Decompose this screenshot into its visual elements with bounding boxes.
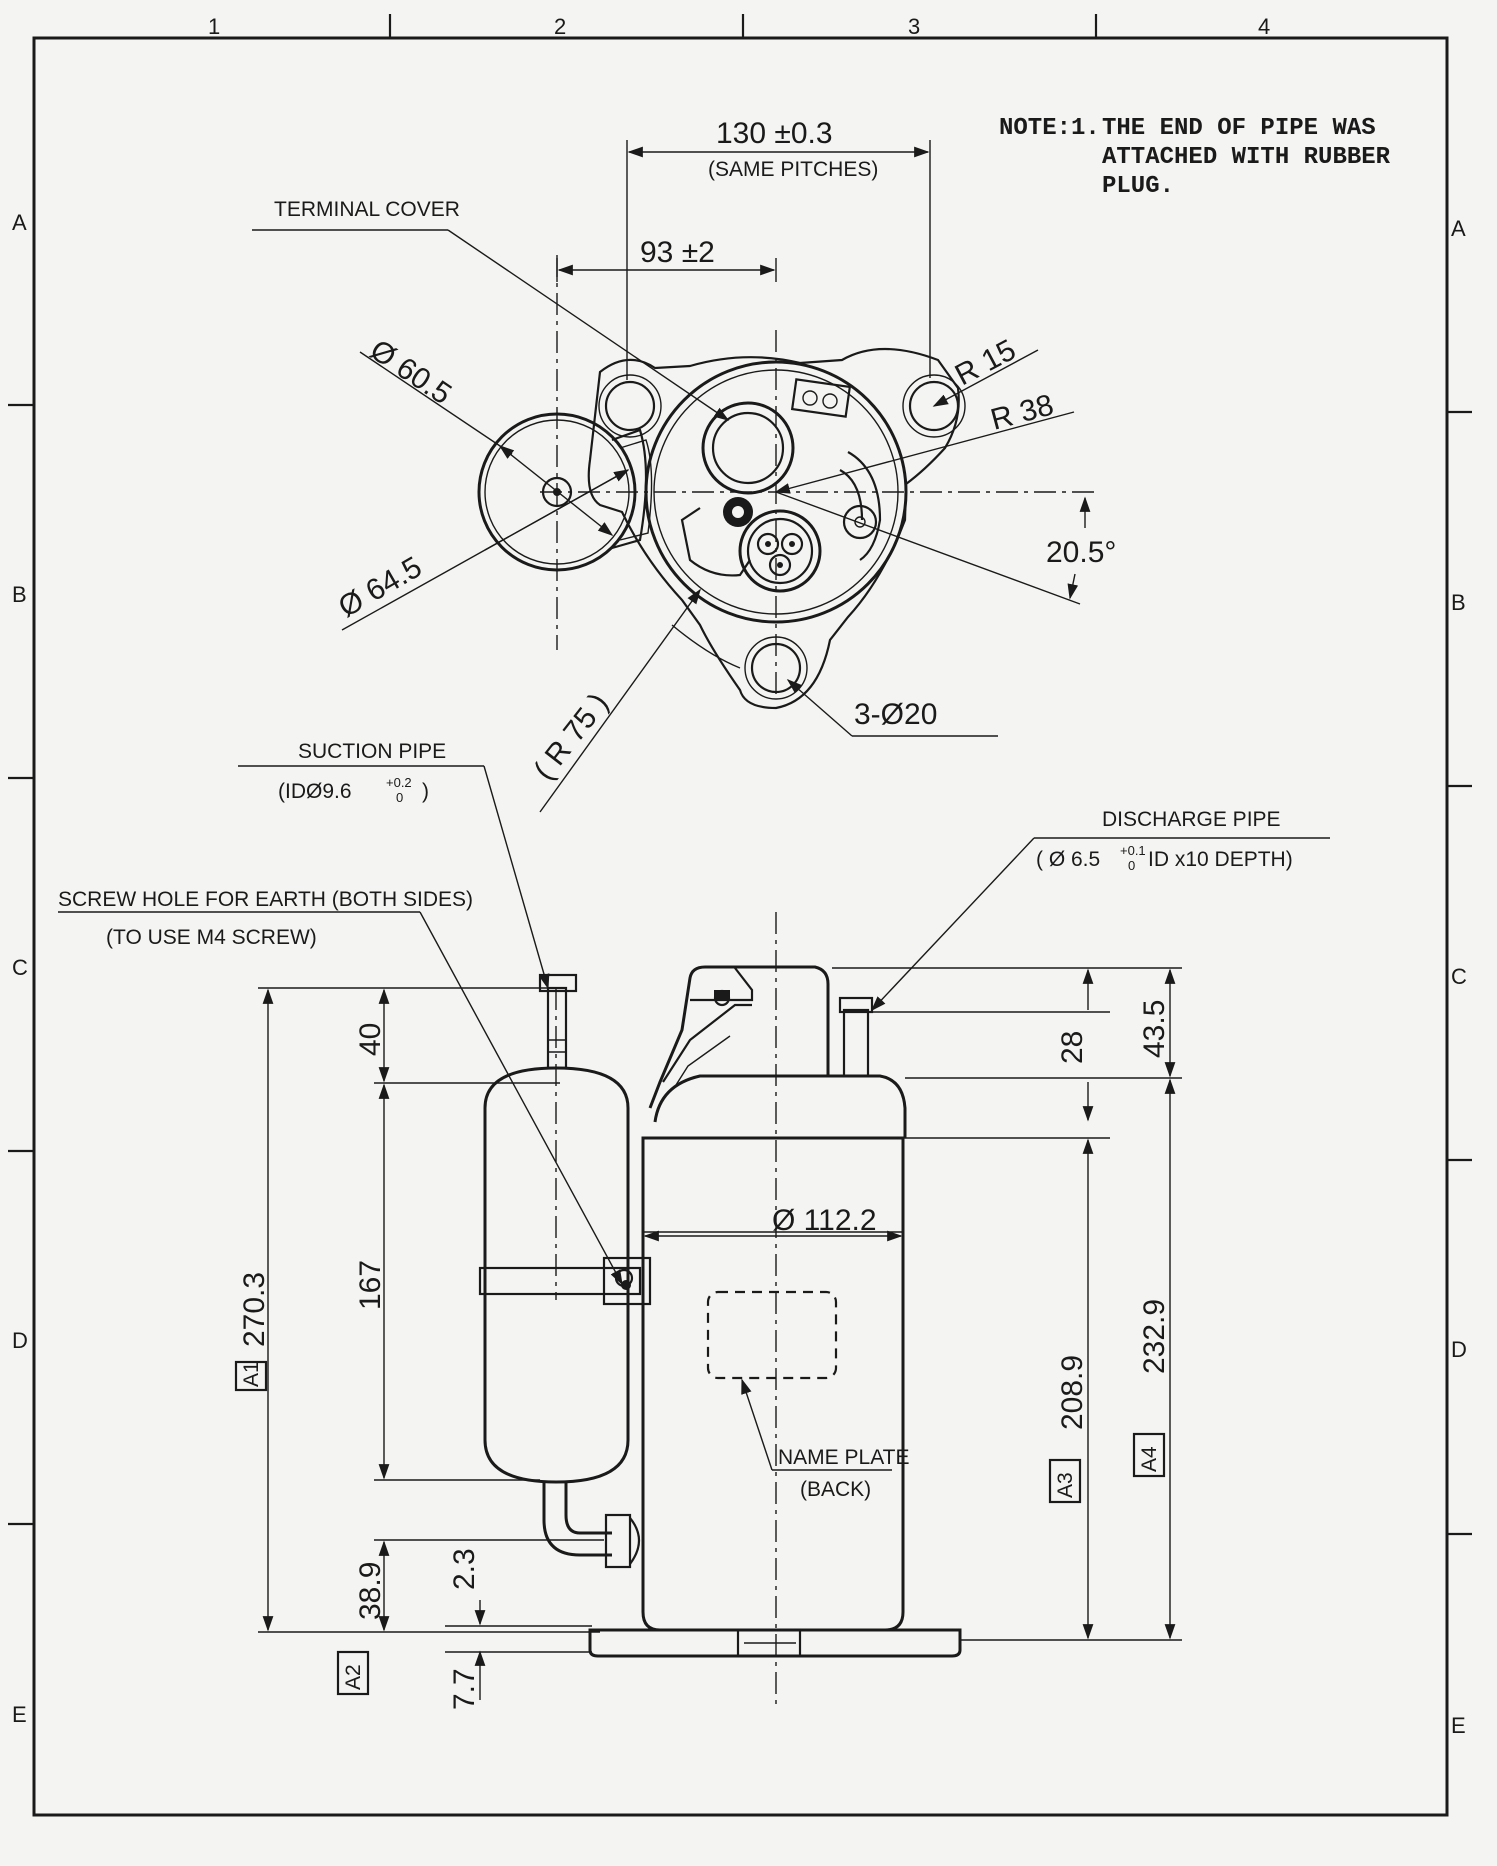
accumulator-vessel xyxy=(483,1066,630,1484)
grid-row-c-right: C xyxy=(1451,964,1467,989)
discharge-tol-lower: 0 xyxy=(1128,858,1135,873)
grid-row-b-right: B xyxy=(1451,590,1466,615)
grid-row-d-right: D xyxy=(1451,1337,1467,1362)
note-line-1: THE END OF PIPE WAS xyxy=(1102,115,1376,142)
discharge-pipe-label: DISCHARGE PIPE xyxy=(1102,808,1281,831)
grid-row-labels-right: A B C D E xyxy=(1451,216,1467,1738)
angle-label: 20.5° xyxy=(1046,536,1116,569)
accumulator-top xyxy=(477,412,637,572)
discharge-spec-a: ( Ø 6.5 xyxy=(1036,848,1100,871)
mount-hole-right xyxy=(908,380,960,432)
grid-col-2: 2 xyxy=(554,14,566,39)
terminal-cover-label: TERMINAL COVER xyxy=(274,198,460,221)
grid-col-1: 1 xyxy=(208,14,220,39)
discharge-spec-b: ID x10 DEPTH) xyxy=(1148,848,1293,871)
discharge-pipe xyxy=(842,1008,870,1078)
screw-hole-label: SCREW HOLE FOR EARTH (BOTH SIDES) xyxy=(58,888,473,911)
tag-a1: A1 xyxy=(240,1361,263,1387)
grid-row-a-right: A xyxy=(1451,216,1466,241)
mount-hole-left xyxy=(604,380,656,432)
radius-15-label: R 15 xyxy=(950,333,1021,392)
grid-col-4: 4 xyxy=(1258,14,1270,39)
screw-note: (TO USE M4 SCREW) xyxy=(106,926,317,949)
suction-inlet-fitting xyxy=(604,1513,632,1569)
oo-plate xyxy=(790,378,852,418)
mount-hole-bottom xyxy=(750,642,802,694)
drawing-frame xyxy=(8,14,1472,1817)
name-plate-note: (BACK) xyxy=(800,1478,871,1501)
note-line-3: PLUG. xyxy=(1102,173,1174,200)
note-prefix: NOTE:1. xyxy=(999,115,1100,142)
body-diameter: Ø 112.2 xyxy=(772,1204,877,1237)
grid-row-e-right: E xyxy=(1451,1713,1466,1738)
terminal-block xyxy=(738,509,822,593)
dim-2-3: 2.3 xyxy=(448,1548,481,1590)
accumulator-diameter: Ø 64.5 xyxy=(333,550,427,624)
mounting-base-outline xyxy=(587,347,960,710)
suction-pipe-label: SUCTION PIPE xyxy=(298,740,446,763)
terminal-cover-side xyxy=(648,965,830,1109)
dim-43-5: 43.5 xyxy=(1138,1000,1171,1058)
dim-208-9: 208.9 xyxy=(1056,1355,1089,1430)
suction-spec-close: ) xyxy=(422,780,429,803)
dim-232-9: 232.9 xyxy=(1138,1299,1171,1374)
top-view: 130 ±0.3 (SAME PITCHES) 93 ±2 TERMINAL C… xyxy=(252,117,1116,813)
suction-tol-lower: 0 xyxy=(396,790,403,805)
grid-row-a: A xyxy=(12,210,27,235)
dim-7-7: 7.7 xyxy=(448,1668,481,1710)
grid-column-labels: 1 2 3 4 xyxy=(208,14,1270,39)
dim-270: 270.3 xyxy=(238,1272,271,1347)
grid-col-3: 3 xyxy=(908,14,920,39)
accumulator-bracket xyxy=(611,428,648,550)
pitch-dimension: 130 ±0.3 xyxy=(716,117,833,150)
dim-28: 28 xyxy=(1056,1031,1089,1064)
accumulator-strap xyxy=(478,1266,642,1296)
front-view: 270.3 A1 40 167 38.9 A2 2.3 7.7 28 43.5 … xyxy=(58,740,1330,1710)
suction-port xyxy=(701,401,795,495)
radius-75-label: ( R 75 ) xyxy=(528,687,616,786)
pitch-note: (SAME PITCHES) xyxy=(708,158,878,181)
dim-40: 40 xyxy=(354,1023,387,1056)
suction-pipe-spec: (IDØ9.6 xyxy=(278,780,352,803)
name-plate-outline xyxy=(706,1290,838,1380)
holes-label: 3-Ø20 xyxy=(854,698,937,731)
name-plate-label: NAME PLATE xyxy=(778,1446,909,1469)
tag-a2: A2 xyxy=(342,1664,365,1690)
dim-167: 167 xyxy=(354,1260,387,1310)
offset-dimension: 93 ±2 xyxy=(640,236,715,269)
note-line-2: ATTACHED WITH RUBBER xyxy=(1102,144,1391,171)
grid-row-b: B xyxy=(12,582,27,607)
grid-row-d: D xyxy=(12,1328,28,1353)
radius-38-label: R 38 xyxy=(987,388,1057,436)
suction-tol-upper: +0.2 xyxy=(386,775,412,790)
tag-a4: A4 xyxy=(1138,1446,1161,1472)
grid-row-labels-left: A B C D E xyxy=(12,210,28,1727)
note-block: NOTE:1. THE END OF PIPE WAS ATTACHED WIT… xyxy=(999,115,1391,200)
discharge-tol-upper: +0.1 xyxy=(1120,843,1146,858)
grid-row-e: E xyxy=(12,1702,27,1727)
accumulator-top-diameter: Ø 60.5 xyxy=(364,333,457,411)
grid-row-c: C xyxy=(12,955,28,980)
dim-38-9: 38.9 xyxy=(354,1562,387,1620)
discharge-outlet xyxy=(842,504,878,540)
tag-a3: A3 xyxy=(1054,1472,1077,1498)
